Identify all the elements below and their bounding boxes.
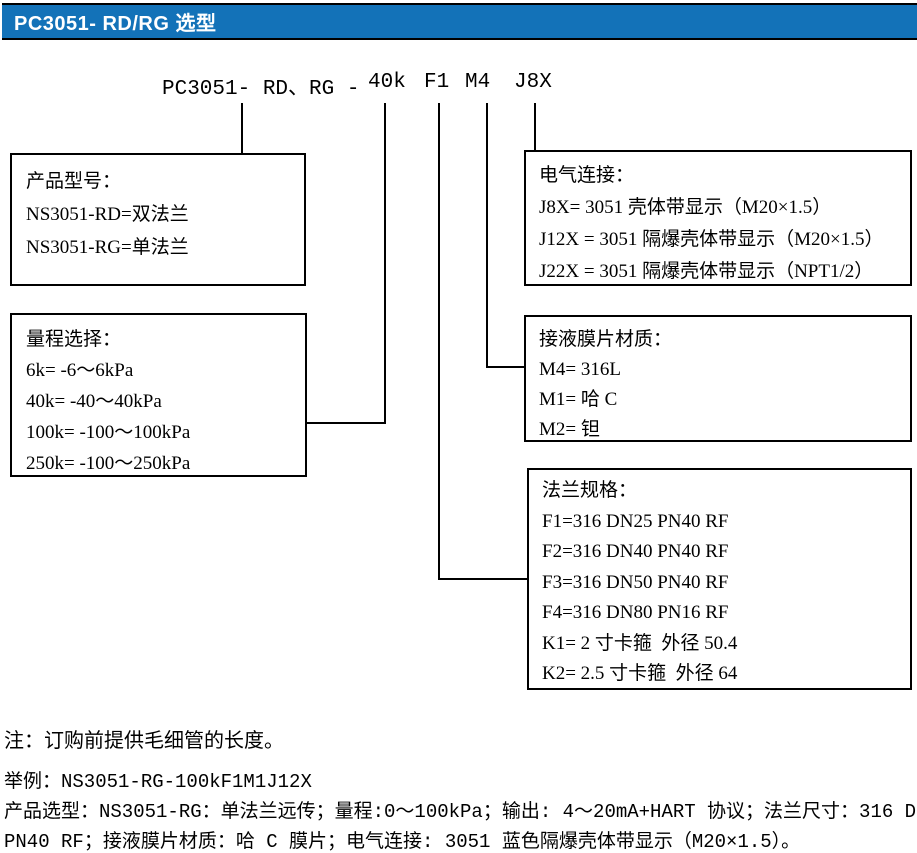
connector-flange-horizontal	[438, 578, 528, 580]
box-item: 6k= -6～6kPa	[26, 360, 134, 381]
box-item: M4= 316L	[539, 359, 621, 380]
box-item: J8X= 3051 壳体带显示（M20×1.5）	[539, 197, 832, 218]
connector-diaphragm-vertical	[486, 103, 488, 368]
example-code: 举例：NS3051-RG-100kF1M1J12X	[4, 771, 312, 793]
section-header-bar: PC3051- RD/RG 选型	[2, 3, 917, 40]
model-code-base: PC3051- RD、RG -	[162, 78, 360, 101]
box-diaphragm-material: 接液膜片材质： M4= 316L M1= 哈 C M2= 钽	[524, 315, 912, 442]
model-code-electrical: J8X	[514, 71, 552, 94]
box-item: NS3051-RG=单法兰	[26, 237, 189, 258]
box-item: 100k= -100～100kPa	[26, 422, 191, 443]
example-description-line1: 产品选型：NS3051-RG：单法兰远传；量程:0～100kPa；输出: 4～2…	[4, 801, 917, 823]
box-title: 量程选择：	[26, 329, 122, 350]
connector-range-horizontal	[305, 422, 386, 424]
example-description-line2: PN40 RF；接液膜片材质：哈 C 膜片；电气连接: 3051 蓝色隔爆壳体带…	[4, 831, 801, 853]
box-item: M2= 钽	[539, 419, 600, 440]
box-flange-spec: 法兰规格： F1=316 DN25 PN40 RF F2=316 DN40 PN…	[527, 468, 912, 690]
box-item: K1= 2 寸卡箍 外径 50.4	[542, 632, 738, 654]
section-title: PC3051- RD/RG 选型	[14, 13, 217, 35]
box-item: NS3051-RD=双法兰	[26, 204, 189, 225]
connector-electrical-vertical	[534, 103, 536, 151]
box-item: F1=316 DN25 PN40 RF	[542, 510, 729, 532]
box-item: M1= 哈 C	[539, 389, 618, 410]
box-product-model: 产品型号： NS3051-RD=双法兰 NS3051-RG=单法兰	[10, 153, 306, 286]
box-title: 法兰规格：	[542, 480, 638, 501]
box-title: 电气连接：	[539, 165, 635, 186]
box-item: F2=316 DN40 PN40 RF	[542, 541, 729, 562]
box-item: F4=316 DN80 PN16 RF	[542, 602, 729, 623]
connector-product-vertical	[241, 103, 243, 153]
box-item: J22X = 3051 隔爆壳体带显示（NPT1/2）	[539, 261, 874, 282]
box-range-selection: 量程选择： 6k= -6～6kPa 40k= -40～40kPa 100k= -…	[10, 313, 307, 477]
model-code-flange: F1	[424, 71, 450, 94]
box-title: 接液膜片材质：	[539, 329, 673, 350]
box-item: J12X = 3051 隔爆壳体带显示（M20×1.5）	[539, 229, 884, 250]
box-item: F3=316 DN50 PN40 RF	[542, 571, 729, 593]
model-code-diaphragm: M4	[465, 71, 491, 94]
model-code-range: 40k	[368, 71, 406, 94]
connector-diaphragm-horizontal	[486, 366, 525, 368]
box-electrical-connection: 电气连接： J8X= 3051 壳体带显示（M20×1.5） J12X = 30…	[524, 150, 912, 286]
connector-range-vertical	[384, 103, 386, 424]
box-item: 40k= -40～40kPa	[26, 391, 162, 412]
order-note: 注：订购前提供毛细管的长度。	[4, 730, 284, 752]
box-title: 产品型号：	[26, 171, 122, 192]
box-item: K2= 2.5 寸卡箍 外径 64	[542, 663, 738, 684]
box-item: 250k= -100～250kPa	[26, 453, 191, 474]
connector-flange-vertical	[438, 103, 440, 580]
